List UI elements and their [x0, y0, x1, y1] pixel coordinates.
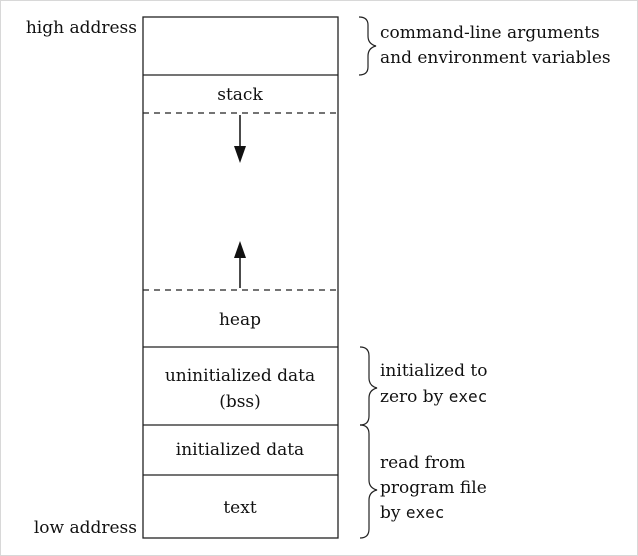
annotation-file-line1: read from	[380, 453, 465, 473]
annotation-file-line3: by exec	[380, 503, 444, 523]
memory-column	[142, 16, 339, 539]
annotation-file-line3-prefix: by	[380, 503, 406, 523]
brace-program-file-icon	[359, 424, 378, 539]
segment-bss-label-line1: uninitialized data	[165, 366, 315, 386]
annotation-args-line2: and environment variables	[380, 48, 611, 68]
annotation-bss-line2-prefix: zero by	[380, 387, 449, 407]
annotation-file-exec-code: exec	[406, 503, 445, 522]
segment-initialized-data-label: initialized data	[176, 440, 304, 460]
segment-stack-label: stack	[217, 85, 263, 105]
annotation-bss-line1: initialized to	[380, 361, 487, 381]
annotation-args-line1: command-line arguments	[380, 23, 600, 43]
annotation-bss-exec-code: exec	[449, 387, 488, 406]
low-address-label: low address	[34, 518, 137, 538]
high-address-label: high address	[26, 18, 137, 38]
annotation-bss-line2: zero by exec	[380, 387, 487, 407]
annotation-file-line2: program file	[380, 478, 487, 498]
heap-growth-arrow-icon	[234, 241, 246, 288]
segment-heap-label: heap	[219, 310, 261, 330]
segment-text-label: text	[223, 498, 256, 518]
brace-bss-icon	[359, 346, 378, 426]
brace-args-icon	[358, 16, 377, 76]
stack-growth-arrow-icon	[234, 115, 246, 163]
segment-bss-label-line2: (bss)	[219, 392, 261, 412]
